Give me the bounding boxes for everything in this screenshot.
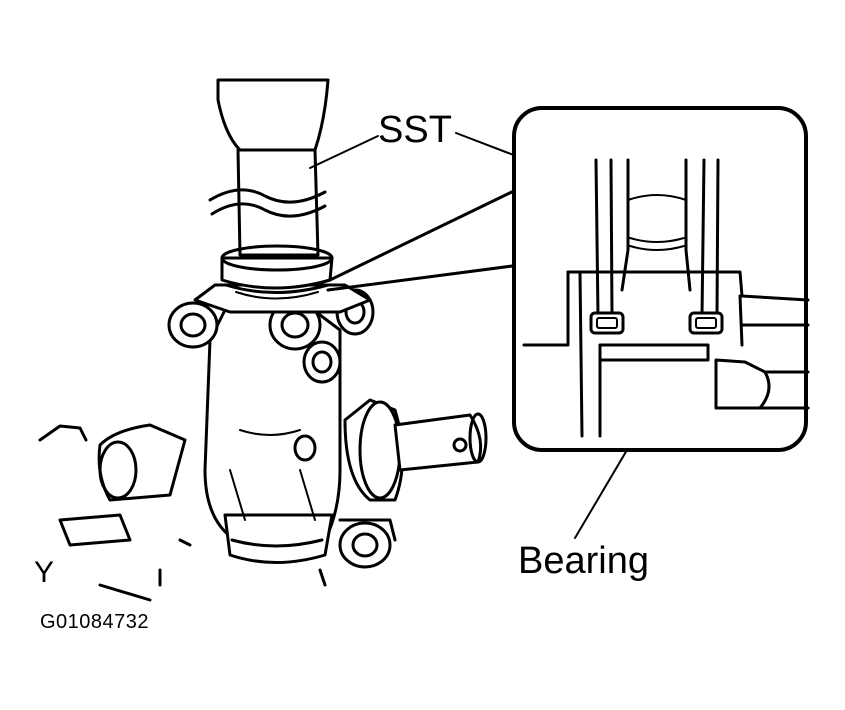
view-letter-label: Y	[34, 556, 54, 589]
sst-leader-main	[309, 135, 379, 169]
bearing-right-section	[688, 311, 724, 335]
bearing-label: Bearing	[518, 540, 649, 582]
detail-frame	[512, 106, 808, 452]
steering-gear-housing	[38, 283, 488, 602]
detail-callout-upper	[328, 186, 522, 282]
detail-callout-lower	[326, 263, 522, 292]
sst-label: SST	[378, 109, 452, 151]
sst-tool	[208, 78, 334, 300]
figure-code-label: G01084732	[40, 611, 149, 633]
bearing-left-section	[589, 311, 625, 335]
detail-inset	[512, 106, 810, 452]
